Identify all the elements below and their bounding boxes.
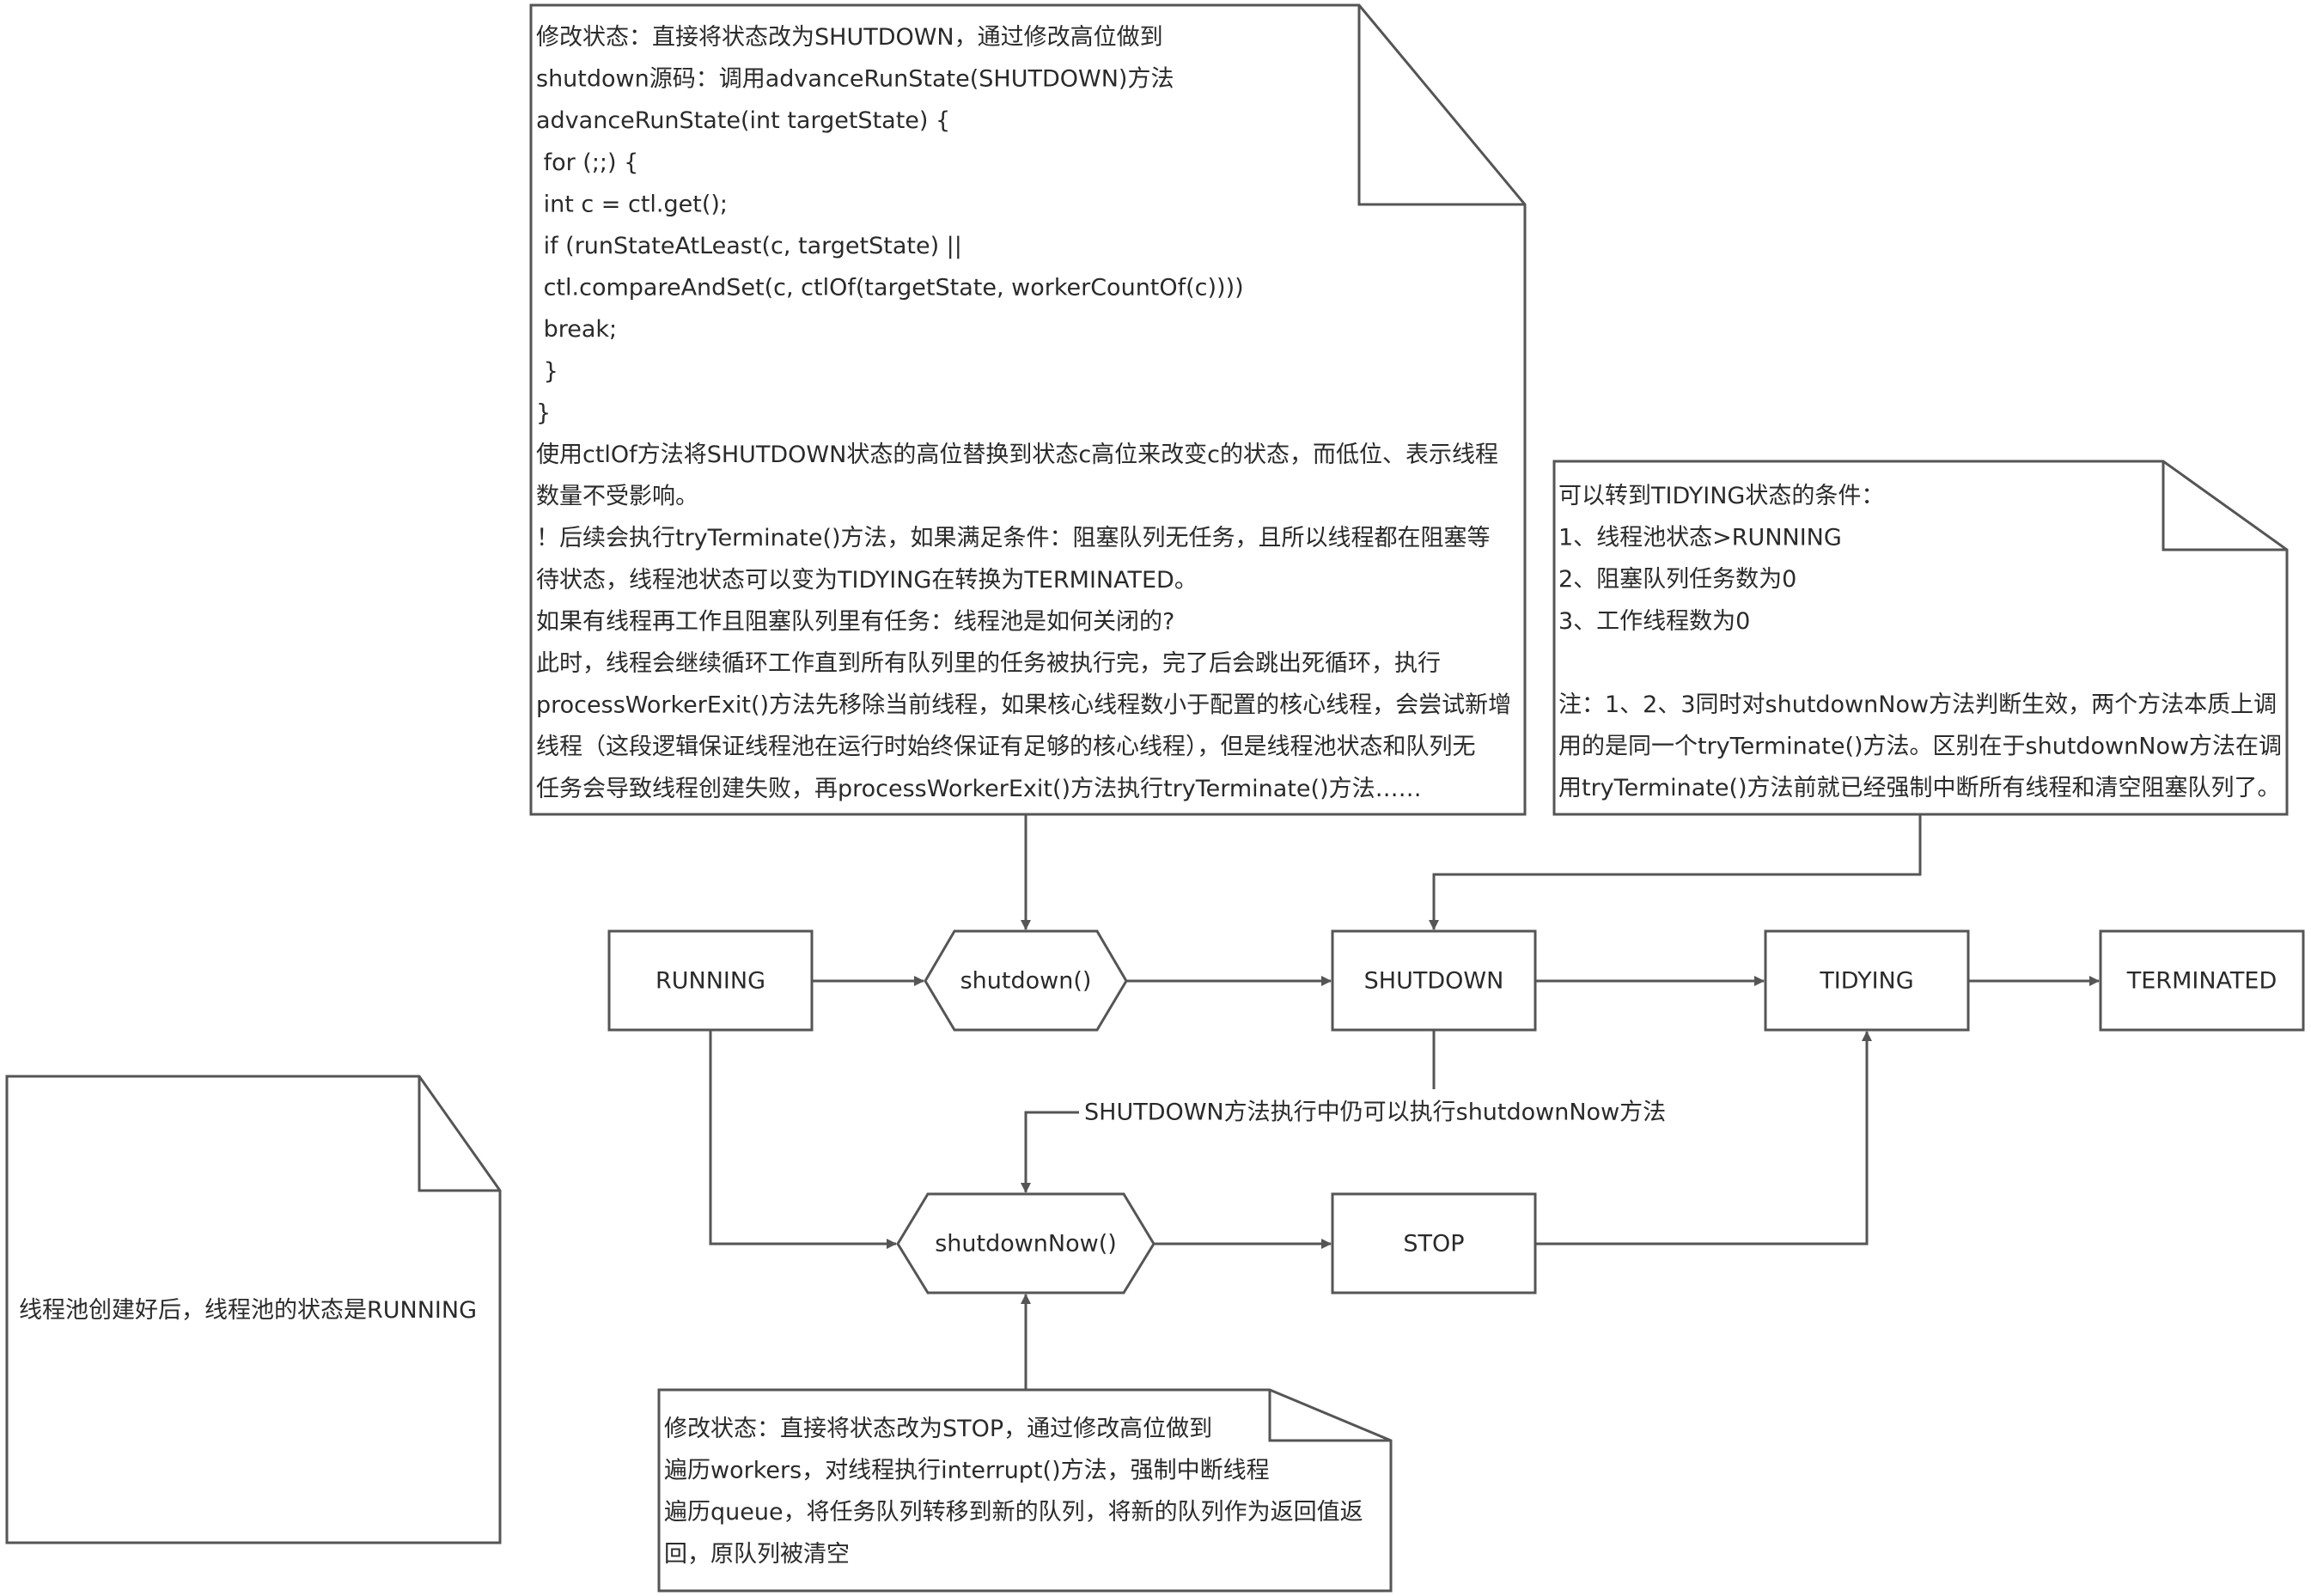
- note-line: 遍历queue，将任务队列转移到新的队列，将新的队列作为返回值返: [664, 1499, 1363, 1526]
- note-shutdown-text: 修改状态：直接将状态改为SHUTDOWN，通过修改高位做到 shutdown源码：…: [536, 24, 1511, 802]
- note-stop: 修改状态：直接将状态改为STOP，通过修改高位做到遍历workers，对线程执行…: [657, 1388, 1393, 1593]
- node-shutdown-state-label: SHUTDOWN: [1364, 968, 1504, 995]
- note-line: 如果有线程再工作且阻塞队列里有任务：线程池是如何关闭的?: [536, 608, 1174, 635]
- node-terminated-label: TERMINATED: [2126, 968, 2277, 995]
- node-shutdown-method: shutdown(): [924, 929, 1128, 1032]
- node-tidying-label: TIDYING: [1819, 968, 1913, 995]
- note-running: 线程池创建好后，线程池的状态是RUNNING: [5, 1075, 502, 1544]
- note-line: 3、工作线程数为0: [1558, 608, 1750, 635]
- node-shutdownnow-method-label: shutdownNow(): [935, 1231, 1117, 1258]
- note-line: int c = ctl.get();: [536, 191, 728, 217]
- note-line: 使用ctlOf方法将SHUTDOWN状态的高位替换到状态c高位来改变c的状态，而…: [536, 442, 1498, 468]
- note-line: processWorkerExit()方法先移除当前线程，如果核心线程数小于配置…: [536, 692, 1511, 719]
- edge-label-to-shutdownnow: [1021, 1111, 1079, 1193]
- node-terminated: TERMINATED: [2099, 929, 2305, 1032]
- note-line: 1、线程池状态>RUNNING: [1558, 525, 1842, 551]
- note-line: ctl.compareAndSet(c, ctlOf(targetState, …: [536, 275, 1244, 302]
- node-running: RUNNING: [607, 929, 814, 1032]
- note-line: shutdown源码：调用advanceRunState(SHUTDOWN)方法: [536, 66, 1174, 93]
- edge-note-to-shutdown: [1429, 814, 1922, 930]
- node-shutdown-state: SHUTDOWN: [1331, 929, 1537, 1032]
- note-line: 可以转到TIDYING状态的条件：: [1558, 483, 1884, 509]
- note-tidying: 可以转到TIDYING状态的条件： 1、线程池状态>RUNNING 2、阻塞队列任务…: [1552, 460, 2289, 816]
- note-line: break;: [536, 316, 617, 343]
- note-line: }: [536, 399, 551, 426]
- note-line: 2、阻塞队列任务数为0: [1558, 566, 1796, 593]
- note-line: 待状态，线程池状态可以变为TIDYING在转换为TERMINATED。: [536, 567, 1198, 594]
- note-line: if (runStateAtLeast(c, targetState) ||: [536, 233, 962, 259]
- node-shutdown-method-label: shutdown(): [960, 968, 1092, 995]
- note-line: 此时，线程会继续循环工作直到所有队列里的任务被执行完，完了后会跳出死循环，执行: [536, 650, 1441, 677]
- note-line: advanceRunState(int targetState) {: [536, 107, 950, 134]
- edge-stop-to-tidying: [1535, 1031, 1872, 1246]
- note-line: 注：1、2、3同时对shutdownNow方法判断生效，两个方法本质上调: [1558, 691, 2277, 718]
- note-shutdown: 修改状态：直接将状态改为SHUTDOWN，通过修改高位做到 shutdown源码：…: [529, 3, 1527, 816]
- note-line: 回，原队列被清空: [664, 1541, 850, 1568]
- note-line: 线程（这段逻辑保证线程池在运行时始终保证有足够的核心线程），但是线程池状态和队列…: [536, 734, 1476, 760]
- note-line: 修改状态：直接将状态改为STOP，通过修改高位做到: [664, 1416, 1212, 1442]
- note-line: 任务会导致线程创建失败，再processWorkerExit()方法执行tryT…: [536, 776, 1422, 802]
- note-line: 线程池创建好后，线程池的状态是RUNNING: [19, 1297, 477, 1324]
- note-running-text: 线程池创建好后，线程池的状态是RUNNING: [19, 1297, 477, 1324]
- note-line: 数量不受影响。: [536, 484, 698, 510]
- node-stop-label: STOP: [1403, 1231, 1464, 1258]
- edge-running-to-shutdownnow: [709, 1030, 897, 1249]
- note-tidying-text: 可以转到TIDYING状态的条件： 1、线程池状态>RUNNING 2、阻塞队列任务…: [1558, 483, 2282, 801]
- node-shutdownnow-method: shutdownNow(): [896, 1192, 1156, 1294]
- note-line: ！后续会执行tryTerminate()方法，如果满足条件：阻塞队列无任务，且所…: [536, 525, 1491, 551]
- node-tidying: TIDYING: [1764, 929, 1970, 1032]
- note-line: 修改状态：直接将状态改为SHUTDOWN，通过修改高位做到: [536, 24, 1163, 51]
- node-running-label: RUNNING: [655, 968, 765, 995]
- node-stop: STOP: [1331, 1192, 1537, 1294]
- note-line: 遍历workers，对线程执行interrupt()方法，强制中断线程: [664, 1458, 1270, 1484]
- note-line: 用tryTerminate()方法前就已经强制中断所有线程和清空阻塞队列了。: [1558, 775, 2281, 801]
- note-line: 用的是同一个tryTerminate()方法。区别在于shutdownNow方法…: [1558, 734, 2282, 760]
- note-line: }: [536, 358, 558, 385]
- note-line: for (;;) {: [536, 149, 638, 176]
- note-stop-text: 修改状态：直接将状态改为STOP，通过修改高位做到遍历workers，对线程执行…: [664, 1416, 1363, 1568]
- edge-label-shutdownnow-allowed: SHUTDOWN方法执行中仍可以执行shutdownNow方法: [1084, 1100, 1666, 1126]
